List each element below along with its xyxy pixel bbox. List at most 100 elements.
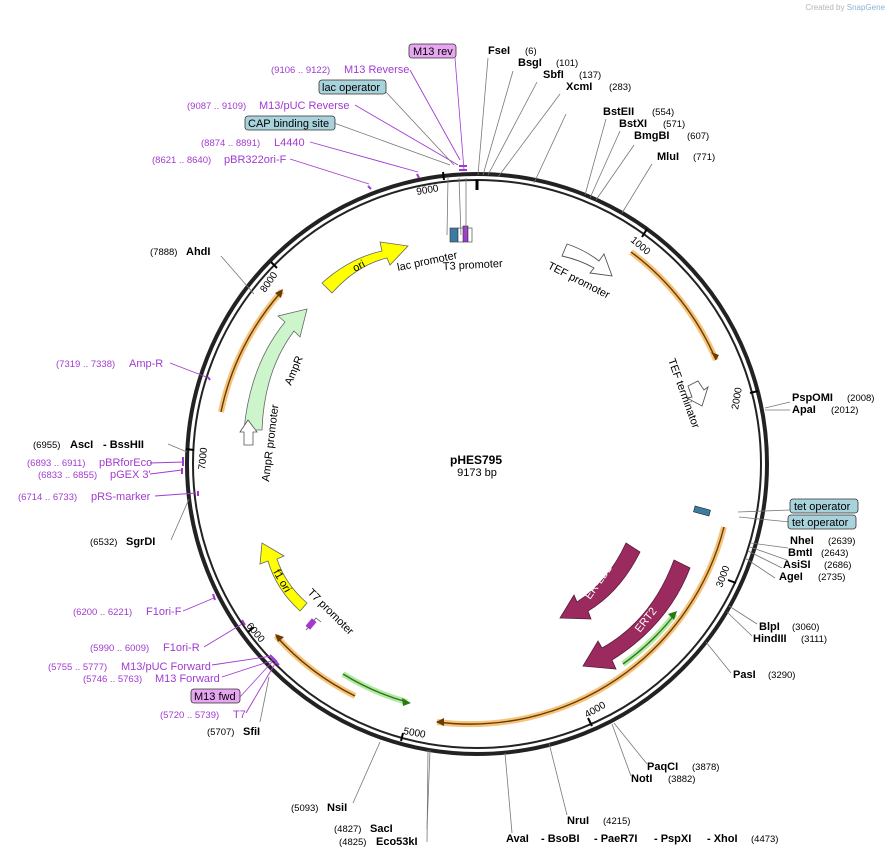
enzyme-asisi[interactable]: AsiSI: [783, 559, 811, 571]
enzyme-fsei[interactable]: FseI: [488, 45, 510, 57]
enzyme-sbfi[interactable]: SbfI: [543, 69, 564, 81]
enzyme-sgrdi-pos: (6532): [90, 537, 117, 548]
feature-lac-promoter[interactable]: lac promoter T3 promoter: [396, 225, 504, 274]
plasmid-size: 9173 bp: [457, 467, 497, 479]
primer-m13-forward-pos: (5746 .. 5763): [83, 674, 142, 685]
label-tet-operator-2[interactable]: tet operator: [792, 517, 849, 529]
label-ori: ori: [351, 258, 367, 274]
primer-amp-r-pos: (7319 .. 7338): [56, 359, 115, 370]
primer-m13puc-reverse[interactable]: M13/pUC Reverse: [259, 100, 349, 112]
feature-er-lbd[interactable]: ER-LBD: [559, 542, 641, 620]
primer-l4440[interactable]: L4440: [274, 137, 305, 149]
enzyme-bsshii[interactable]: - BssHII: [103, 439, 144, 451]
primer-t7[interactable]: T7: [233, 709, 246, 721]
primer-f1ori-f-pos: (6200 .. 6221): [73, 607, 132, 618]
enzyme-pasi[interactable]: PasI: [733, 669, 756, 681]
orange-annotation-arcs: [218, 249, 727, 728]
primer-labels: (9106 .. 9122) M13 Reverse (9087 .. 9109…: [18, 64, 409, 721]
feature-ori[interactable]: ori: [321, 241, 409, 294]
enzyme-bsobi[interactable]: - BsoBI: [541, 833, 580, 845]
enzyme-ahdi-pos: (7888): [150, 247, 177, 258]
enzyme-leader-lines: [167, 57, 791, 843]
enzyme-bmti[interactable]: BmtI: [788, 547, 812, 559]
primer-m13-reverse-pos: (9106 .. 9122): [271, 65, 330, 76]
feature-f1-ori[interactable]: f1 ori: [259, 542, 308, 612]
tick-3000: 3000: [714, 564, 732, 589]
enzyme-xcmi-pos: (283): [609, 82, 631, 93]
enzyme-hindiii[interactable]: HindIII: [753, 633, 787, 645]
enzyme-noti[interactable]: NotI: [631, 773, 652, 785]
enzyme-bstxi-pos: (571): [663, 119, 685, 130]
enzyme-mlui[interactable]: MluI: [657, 151, 679, 163]
primer-m13puc-forward[interactable]: M13/pUC Forward: [121, 661, 211, 673]
primer-prs-marker[interactable]: pRS-marker: [91, 491, 151, 503]
enzyme-mlui-pos: (771): [693, 152, 715, 163]
enzyme-xcmi[interactable]: XcmI: [566, 81, 592, 93]
primer-l4440-pos: (8874 .. 8891): [201, 138, 260, 149]
primer-m13-reverse[interactable]: M13 Reverse: [344, 64, 409, 76]
enzyme-eco53ki[interactable]: Eco53kI: [376, 836, 418, 848]
tick-marks: [185, 171, 759, 742]
primer-f1ori-f[interactable]: F1ori-F: [146, 606, 182, 618]
enzyme-bstxi[interactable]: BstXI: [619, 118, 647, 130]
snapgene-credit: Created by SnapGene: [805, 3, 885, 12]
enzyme-noti-pos: (3882): [668, 774, 695, 785]
green-annotation-arrows: [341, 611, 678, 706]
primer-f1ori-r-pos: (5990 .. 6009): [90, 643, 149, 654]
enzyme-paer7i[interactable]: - PaeR7I: [594, 833, 637, 845]
enzyme-bsteii[interactable]: BstEII: [603, 106, 634, 118]
enzyme-nsii[interactable]: NsiI: [327, 802, 347, 814]
primer-m13-forward[interactable]: M13 Forward: [155, 673, 220, 685]
enzyme-fsei-pos: (6): [525, 46, 537, 57]
label-m13-rev[interactable]: M13 rev: [413, 46, 453, 58]
enzyme-pspomi[interactable]: PspOMI: [792, 392, 833, 404]
enzyme-apai[interactable]: ApaI: [792, 404, 816, 416]
feature-tef-promoter[interactable]: TEF promoter: [546, 243, 613, 302]
label-tet-operator-1[interactable]: tet operator: [794, 501, 851, 513]
feature-tef-terminator[interactable]: TEF terminator: [665, 357, 709, 430]
backbone-outer-strand: [185, 172, 769, 756]
enzyme-asci[interactable]: AscI: [70, 439, 93, 451]
label-m13-fwd[interactable]: M13 fwd: [194, 691, 236, 703]
primer-amp-r[interactable]: Amp-R: [129, 358, 163, 370]
enzyme-pspxi[interactable]: - PspXI: [654, 833, 691, 845]
primer-m13puc-reverse-pos: (9087 .. 9109): [187, 101, 246, 112]
enzyme-bsgi[interactable]: BsgI: [518, 57, 542, 69]
primer-prs-marker-pos: (6714 .. 6733): [18, 492, 77, 503]
enzyme-eco53ki-pos: (4825): [339, 837, 366, 848]
enzyme-bmti-pos: (2643): [821, 548, 848, 559]
tick-9000: 9000: [416, 183, 440, 198]
enzyme-nrui-pos: (4215): [603, 816, 630, 827]
primer-pgex3[interactable]: pGEX 3': [110, 469, 151, 481]
enzyme-nrui[interactable]: NruI: [567, 815, 589, 827]
primer-pbr322ori-f-pos: (8621 .. 8640): [152, 155, 211, 166]
enzyme-avai[interactable]: AvaI: [506, 833, 529, 845]
snapgene-brand: SnapGene: [846, 3, 885, 12]
boxed-label-leaders: [239, 57, 465, 698]
enzyme-agei[interactable]: AgeI: [779, 571, 803, 583]
feature-tet-operators[interactable]: [693, 505, 711, 517]
primer-m13puc-forward-pos: (5755 .. 5777): [48, 662, 107, 673]
primer-pbrforeco[interactable]: pBRforEco: [99, 457, 152, 469]
tick-5000: 5000: [402, 726, 426, 741]
label-lac-operator[interactable]: lac operator: [322, 82, 380, 94]
primer-pbr322ori-f[interactable]: pBR322ori-F: [224, 154, 287, 166]
label-cap-binding-site[interactable]: CAP binding site: [248, 118, 329, 130]
tick-2000: 2000: [730, 386, 745, 410]
primer-f1ori-r[interactable]: F1ori-R: [163, 642, 200, 654]
label-t3-promoter: T3 promoter: [443, 258, 504, 273]
enzyme-nhei[interactable]: NheI: [790, 535, 814, 547]
enzyme-ahdi[interactable]: AhdI: [186, 246, 210, 258]
enzyme-blpi[interactable]: BlpI: [759, 621, 780, 633]
enzyme-sfii[interactable]: SfiI: [243, 726, 260, 738]
enzyme-saci[interactable]: SacI: [370, 823, 393, 835]
enzyme-sgrdi[interactable]: SgrDI: [126, 536, 155, 548]
primer-leader-lines: [149, 69, 467, 714]
enzyme-nhei-pos: (2639): [828, 536, 855, 547]
enzyme-xhoi[interactable]: - XhoI: [707, 833, 738, 845]
feature-t7-promoter[interactable]: T7 promoter: [305, 587, 356, 638]
enzyme-bmgbi[interactable]: BmgBI: [634, 130, 669, 142]
enzyme-pspomi-pos: (2008): [847, 393, 874, 404]
enzyme-paqci[interactable]: PaqCI: [647, 761, 678, 773]
